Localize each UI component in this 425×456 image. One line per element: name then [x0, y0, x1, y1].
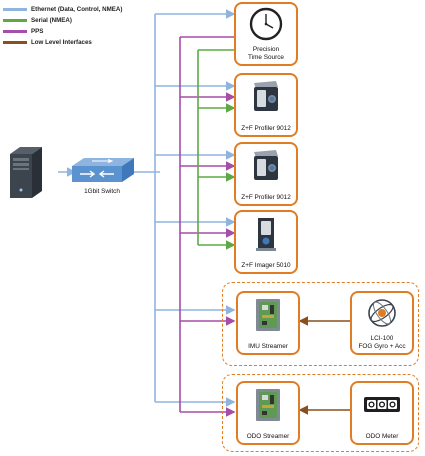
laser-scanner-icon	[256, 218, 276, 251]
legend-swatch-serial	[3, 18, 27, 22]
ethernet-lines	[58, 9, 236, 407]
serial-lines	[197, 49, 236, 250]
time-source-label-line1: Precision	[252, 46, 280, 53]
device-time-source[interactable]: Precision Time Source	[234, 2, 298, 66]
odometer-icon	[364, 397, 400, 412]
circuit-board-icon	[256, 389, 280, 421]
server-tower-icon	[10, 147, 42, 198]
device-profiler-2[interactable]: Z+F Profiler 9012	[234, 142, 298, 206]
legend: Ethernet (Data, Control, NMEA) Serial (N…	[3, 4, 122, 48]
profiler-1-label: Z+F Profiler 9012	[241, 124, 291, 132]
switch-label: 1Gbit Switch	[84, 188, 120, 195]
legend-item-low-level: Low Level Interfaces	[3, 37, 122, 47]
time-source-label: Precision Time Source	[236, 46, 296, 61]
device-profiler-1[interactable]: Z+F Profiler 9012	[234, 73, 298, 137]
gyroscope-icon	[368, 299, 396, 327]
legend-item-serial: Serial (NMEA)	[3, 15, 122, 25]
device-lci-100[interactable]: LCI-100 FOG Gyro + Acc	[350, 291, 414, 355]
odo-streamer-label: ODO Streamer	[246, 432, 290, 440]
imu-group	[222, 282, 419, 366]
legend-swatch-low-level	[3, 40, 27, 44]
device-imu-streamer[interactable]: IMU Streamer	[236, 291, 300, 355]
profiler-2-label: Z+F Profiler 9012	[241, 193, 291, 201]
legend-item-pps: PPS	[3, 26, 122, 36]
device-odo-meter[interactable]: ODO Meter	[350, 381, 414, 445]
legend-label-serial: Serial (NMEA)	[31, 16, 72, 24]
lci-label-line2: FOG Gyro + Acc	[358, 342, 406, 350]
imu-streamer-label: IMU Streamer	[248, 342, 288, 350]
odo-group	[222, 374, 419, 452]
imager-label: Z+F Imager 5010	[241, 261, 291, 269]
network-switch-icon	[72, 158, 134, 182]
low-level-lines	[298, 316, 350, 415]
lci-label: LCI-100 FOG Gyro + Acc	[352, 335, 412, 350]
legend-swatch-ethernet	[3, 7, 27, 11]
lci-label-line1: LCI-100	[370, 335, 394, 342]
legend-label-low-level: Low Level Interfaces	[31, 38, 92, 46]
legend-label-ethernet: Ethernet (Data, Control, NMEA)	[31, 5, 123, 13]
laser-scanner-icon	[254, 81, 278, 111]
legend-label-pps: PPS	[31, 27, 44, 35]
time-source-label-line2: Time Source	[248, 53, 284, 61]
circuit-board-icon	[256, 299, 280, 331]
odo-meter-label: ODO Meter	[365, 432, 399, 440]
device-imager[interactable]: Z+F Imager 5010	[234, 210, 298, 274]
legend-swatch-pps	[3, 29, 27, 33]
laser-scanner-icon	[254, 150, 278, 180]
legend-item-ethernet: Ethernet (Data, Control, NMEA)	[3, 4, 122, 14]
pps-lines	[179, 36, 236, 417]
device-odo-streamer[interactable]: ODO Streamer	[236, 381, 300, 445]
clock-icon	[249, 7, 283, 41]
